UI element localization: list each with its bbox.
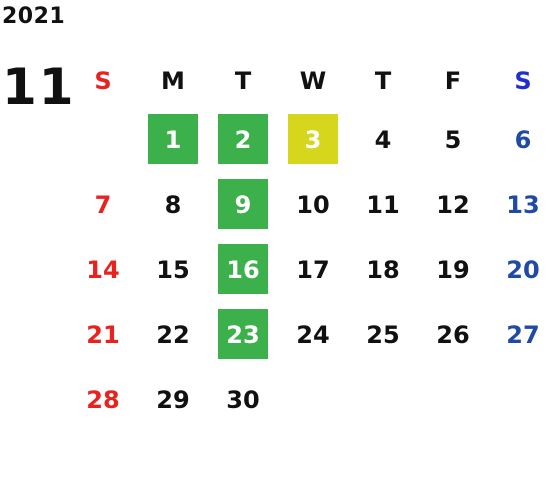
day-number: 4 — [374, 125, 392, 154]
day-number: 18 — [366, 255, 400, 284]
week-row: 14 15 16 17 18 19 20 — [68, 237, 548, 302]
day-cell[interactable]: 18 — [348, 237, 418, 302]
day-cell[interactable]: 11 — [348, 172, 418, 237]
day-cell[interactable]: 16 — [208, 237, 278, 302]
day-number: 2 — [234, 125, 252, 154]
day-number: 30 — [226, 385, 260, 414]
year-label: 2021 — [2, 4, 66, 29]
highlight-box — [218, 309, 268, 359]
day-number: 22 — [156, 320, 190, 349]
highlight-box — [148, 114, 198, 164]
day-cell[interactable]: 5 — [418, 107, 488, 172]
day-number: 29 — [156, 385, 190, 414]
day-number: 24 — [296, 320, 330, 349]
day-cell[interactable]: 4 — [348, 107, 418, 172]
day-number: 25 — [366, 320, 400, 349]
day-cell[interactable]: 12 — [418, 172, 488, 237]
weekday-header: S M T W T F S — [68, 55, 548, 107]
day-cell[interactable]: 19 — [418, 237, 488, 302]
weekday-wednesday: W — [299, 67, 327, 95]
day-cell[interactable]: 17 — [278, 237, 348, 302]
day-cell[interactable]: 21 — [68, 302, 138, 367]
calendar-grid: S M T W T F S 1 2 3 4 5 6 7 8 9 10 11 12… — [68, 55, 548, 432]
day-number: 9 — [234, 190, 252, 219]
highlight-box — [288, 114, 338, 164]
highlight-box — [218, 114, 268, 164]
day-cell[interactable]: 26 — [418, 302, 488, 367]
day-number: 10 — [296, 190, 330, 219]
day-number: 28 — [86, 385, 120, 414]
weekday-monday: M — [161, 67, 185, 95]
day-number: 19 — [436, 255, 470, 284]
day-number: 16 — [226, 255, 260, 284]
day-cell[interactable]: 22 — [138, 302, 208, 367]
week-row: 7 8 9 10 11 12 13 — [68, 172, 548, 237]
day-cell[interactable]: 6 — [488, 107, 548, 172]
weekday-tuesday: T — [234, 67, 252, 95]
day-number: 13 — [506, 190, 540, 219]
day-cell[interactable]: 9 — [208, 172, 278, 237]
day-cell[interactable]: 25 — [348, 302, 418, 367]
day-number: 6 — [514, 125, 532, 154]
day-number: 5 — [444, 125, 462, 154]
weekday-sunday: S — [94, 67, 112, 95]
day-cell — [488, 367, 548, 432]
weekday-saturday: S — [514, 67, 532, 95]
day-cell — [348, 367, 418, 432]
day-cell[interactable]: 23 — [208, 302, 278, 367]
day-cell[interactable]: 7 — [68, 172, 138, 237]
day-cell[interactable]: 13 — [488, 172, 548, 237]
day-number: 26 — [436, 320, 470, 349]
day-cell — [418, 367, 488, 432]
day-number: 23 — [226, 320, 260, 349]
highlight-box — [218, 179, 268, 229]
day-cell[interactable]: 24 — [278, 302, 348, 367]
week-row: 28 29 30 — [68, 367, 548, 432]
day-number: 20 — [506, 255, 540, 284]
day-number: 3 — [304, 125, 322, 154]
month-label: 11 — [2, 58, 76, 116]
day-cell[interactable]: 28 — [68, 367, 138, 432]
day-cell[interactable]: 14 — [68, 237, 138, 302]
day-number: 8 — [164, 190, 182, 219]
day-cell[interactable]: 30 — [208, 367, 278, 432]
day-number: 1 — [164, 125, 182, 154]
day-cell[interactable]: 8 — [138, 172, 208, 237]
day-cell[interactable]: 1 — [138, 107, 208, 172]
day-number: 11 — [366, 190, 400, 219]
day-number: 7 — [94, 190, 112, 219]
day-cell[interactable]: 10 — [278, 172, 348, 237]
weekday-thursday: T — [374, 67, 392, 95]
day-number: 21 — [86, 320, 120, 349]
day-cell[interactable]: 20 — [488, 237, 548, 302]
day-cell[interactable] — [68, 107, 138, 172]
day-number: 12 — [436, 190, 470, 219]
day-number: 14 — [86, 255, 120, 284]
weekday-friday: F — [444, 67, 462, 95]
day-cell[interactable]: 3 — [278, 107, 348, 172]
day-cell — [278, 367, 348, 432]
day-cell[interactable]: 15 — [138, 237, 208, 302]
day-cell[interactable]: 27 — [488, 302, 548, 367]
week-row: 1 2 3 4 5 6 — [68, 107, 548, 172]
day-number: 17 — [296, 255, 330, 284]
day-number: 15 — [156, 255, 190, 284]
day-cell[interactable]: 2 — [208, 107, 278, 172]
day-number: 27 — [506, 320, 540, 349]
week-row: 21 22 23 24 25 26 27 — [68, 302, 548, 367]
highlight-box — [218, 244, 268, 294]
day-cell[interactable]: 29 — [138, 367, 208, 432]
